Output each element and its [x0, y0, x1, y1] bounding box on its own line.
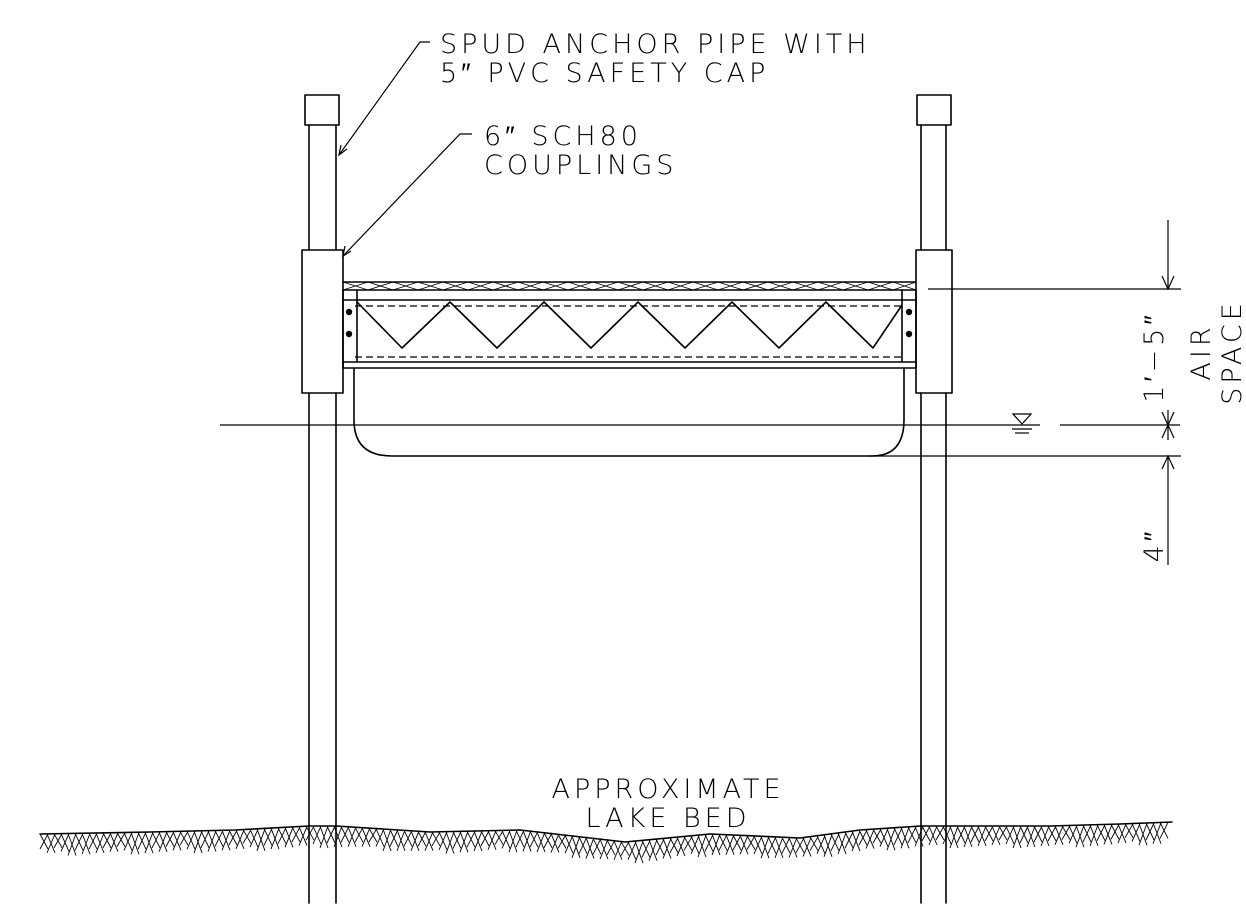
right-coupling [915, 249, 953, 394]
lake-bed-label-line1: APPROXIMATE [552, 774, 785, 805]
couplings-label-line2: COUPLINGS [484, 150, 677, 181]
draft-dimension-value: 4″ [1139, 528, 1170, 563]
couplings-leader [342, 133, 472, 258]
bolt-icon [905, 308, 913, 316]
float-pontoon [353, 367, 905, 457]
bolt-icon [345, 308, 353, 316]
spud-anchor-label-line2: 5″ PVC SAFETY CAP [440, 58, 769, 89]
spud-anchor-label-line1: SPUD ANCHOR PIPE WITH [440, 29, 871, 60]
lake-bed-line [39, 821, 1173, 843]
air-space-label-line2: SPACE [1217, 299, 1246, 405]
air-space-dimension [928, 220, 1181, 440]
spud-anchor-leader [338, 41, 430, 157]
left-safety-cap [304, 94, 340, 126]
right-spud-pipe [920, 124, 947, 904]
truss-frame [342, 289, 917, 369]
right-safety-cap [916, 94, 952, 126]
bolt-icon [905, 330, 913, 338]
lake-bed-label-line2: LAKE BED [585, 803, 750, 834]
air-space-dimension-value: 1′−5″ [1139, 311, 1170, 403]
draft-dimension [868, 410, 1181, 565]
lake-bed-hatching [39, 822, 1169, 864]
air-space-label-line1: AIR [1186, 323, 1217, 380]
left-coupling [301, 249, 344, 394]
deck-surface [342, 281, 917, 291]
left-spud-pipe [308, 124, 337, 904]
couplings-label-line1: 6″ SCH80 [484, 121, 642, 152]
water-level-triangle-icon [1011, 413, 1033, 434]
bolt-icon [345, 330, 353, 338]
